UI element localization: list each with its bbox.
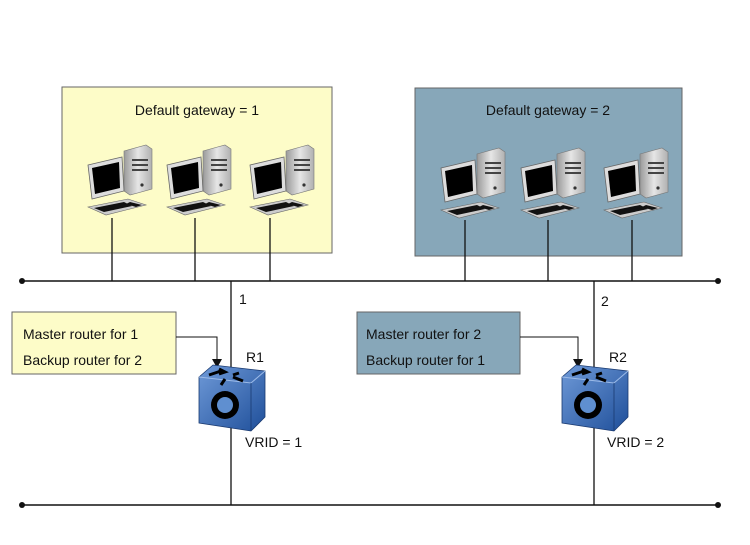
role-r2-line-2: Backup router for 1 (366, 352, 485, 368)
arrow-to-r1 (176, 336, 218, 360)
group-title-2: Default gateway = 2 (486, 102, 610, 118)
router-cube-icon (197, 363, 267, 433)
router-cube-icon (560, 363, 630, 433)
vrid-label-r2: VRID = 2 (607, 434, 664, 450)
role-r2-line-1: Master router for 2 (366, 326, 481, 342)
role-r1-line-2: Backup router for 2 (23, 352, 142, 368)
router-name-r1: R1 (246, 349, 264, 365)
arrow-to-r2 (520, 336, 579, 360)
role-r1-line-1: Master router for 1 (23, 326, 138, 342)
router-name-r2: R2 (609, 349, 627, 365)
role-box-r2 (356, 311, 521, 375)
link-label-1: 1 (239, 291, 247, 307)
link-label-2: 2 (601, 293, 609, 309)
role-box-r1 (11, 311, 177, 375)
group-title-1: Default gateway = 1 (135, 102, 259, 118)
vrid-label-r1: VRID = 1 (245, 434, 302, 450)
